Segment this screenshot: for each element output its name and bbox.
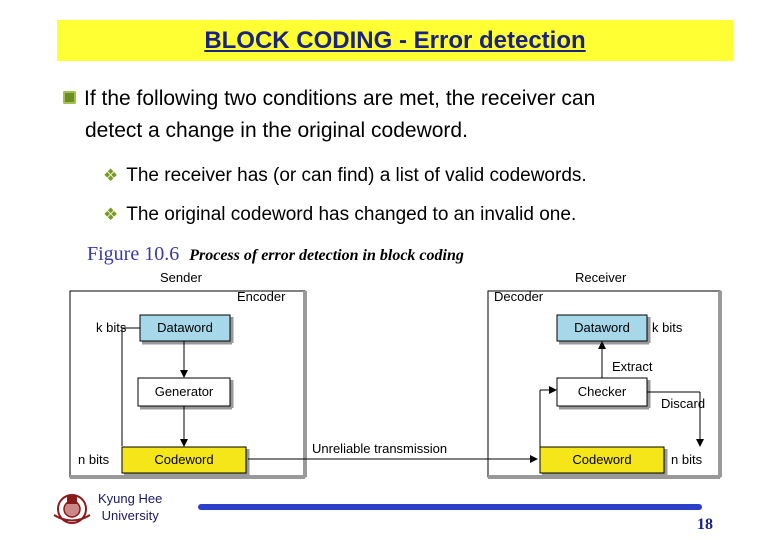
slide-title: BLOCK CODING - Error detection — [204, 26, 586, 54]
title-bar: BLOCK CODING - Error detection — [57, 20, 733, 61]
sub-bullet-1-text: The receiver has (or can find) a list of… — [126, 165, 587, 186]
discard-label: Discard — [661, 396, 705, 411]
university-line1: Kyung Hee — [98, 491, 163, 506]
kyung-hee-seal-icon — [53, 494, 91, 524]
figure-number: Figure 10.6 — [87, 243, 180, 265]
diamond-bullet-icon: ❖ — [103, 166, 119, 185]
diamond-bullet-icon: ❖ — [103, 205, 119, 224]
sender-codeword-box: Codeword — [121, 446, 250, 477]
figure-caption: Figure 10.6 Process of error detection in… — [87, 243, 464, 266]
generator-box: Generator — [137, 377, 234, 410]
main-bullet-line1: If the following two conditions are met,… — [84, 87, 596, 110]
receiver-dataword-box: Dataword — [556, 314, 651, 345]
figure-description: Process of error detection in block codi… — [189, 247, 464, 264]
sender-heading: Sender — [160, 270, 203, 285]
decoder-title: Decoder — [494, 289, 544, 304]
receiver-codeword-label: Codeword — [572, 452, 631, 467]
receiver-dataword-label: Dataword — [574, 320, 630, 335]
sender-dataword-label: Dataword — [157, 320, 213, 335]
extract-label: Extract — [612, 359, 653, 374]
sender-n-bits: n bits — [78, 452, 110, 467]
checker-box: Checker — [556, 377, 651, 410]
encoder-title: Encoder — [237, 289, 286, 304]
sub-bullet-1: ❖ The receiver has (or can find) a list o… — [103, 165, 587, 187]
transmission-label: Unreliable transmission — [312, 441, 447, 456]
generator-label: Generator — [155, 384, 214, 399]
main-bullet: If the following two conditions are met,… — [63, 83, 753, 147]
sub-bullet-2: ❖ The original codeword has changed to an… — [103, 204, 576, 226]
page-number: 18 — [697, 516, 713, 533]
checker-label: Checker — [578, 384, 627, 399]
footer-divider — [198, 504, 702, 510]
main-bullet-line2: detect a change in the original codeword… — [85, 119, 468, 142]
checkbox-bullet-icon — [63, 91, 76, 104]
sub-bullet-2-text: The original codeword has changed to an … — [126, 204, 577, 225]
receiver-heading: Receiver — [575, 270, 627, 285]
university-name: Kyung Hee University — [98, 490, 162, 524]
receiver-n-bits: n bits — [671, 452, 703, 467]
university-line2: University — [101, 508, 159, 523]
sender-k-bits: k bits — [96, 320, 127, 335]
sender-codeword-label: Codeword — [154, 452, 213, 467]
receiver-k-bits: k bits — [652, 320, 683, 335]
sender-dataword-box: Dataword — [139, 314, 234, 345]
receiver-codeword-box: Codeword — [539, 446, 668, 477]
